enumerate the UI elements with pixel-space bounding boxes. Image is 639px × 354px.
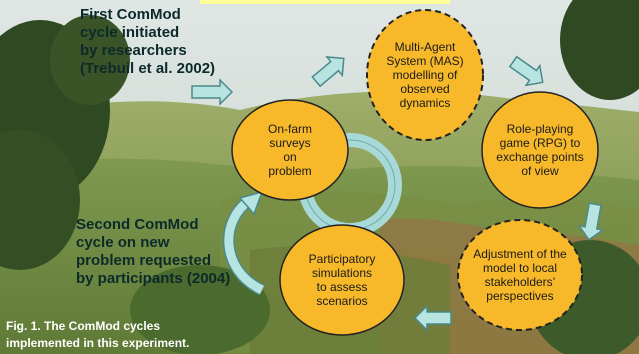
node-simulations-label: Participatory simulations to assess scen… <box>282 232 402 328</box>
node-surveys-line: problem <box>268 164 312 178</box>
node-adjust-label: Adjustment of the model to local stakeho… <box>460 226 580 324</box>
node-mas-line: System (MAS) <box>386 54 464 68</box>
arrow-adjust-to-simulations <box>413 304 452 332</box>
node-rpg-line: exchange points <box>496 150 584 164</box>
caption-line-2: implemented in this experiment. <box>6 336 190 350</box>
figure-caption: Fig. 1. The ComMod cycles implemented in… <box>6 318 236 352</box>
arrow-second-cycle <box>222 190 265 296</box>
node-simulations-line: Participatory <box>308 252 376 266</box>
node-surveys-line: on <box>283 150 297 164</box>
node-adjust-line: perspectives <box>486 289 554 303</box>
node-mas-line: modelling of <box>392 68 458 82</box>
node-rpg <box>481 91 599 209</box>
node-mas-line: Multi-Agent <box>394 40 456 54</box>
arrow-rpg-to-adjust <box>577 202 605 241</box>
node-adjust <box>457 219 583 331</box>
second-cycle-line-1: Second ComMod <box>76 216 199 233</box>
first-cycle-line-1: First ComMod <box>80 6 181 23</box>
node-mas-label: Multi-Agent System (MAS) modelling of ob… <box>370 20 480 130</box>
first-cycle-line-3: by researchers <box>80 42 187 59</box>
node-rpg-line: Role-playing <box>506 122 574 136</box>
node-adjust-line: model to local <box>482 261 558 275</box>
arrow-mas-to-rpg <box>508 55 544 87</box>
first-cycle-line-4: (Trebuil et al. 2002) <box>80 60 216 77</box>
node-rpg-label: Role-playing game (RPG) to exchange poin… <box>484 98 596 202</box>
node-surveys <box>231 99 349 201</box>
node-rpg-line: of view <box>521 164 559 178</box>
node-surveys-label: On-farm surveys on problem <box>236 104 344 196</box>
caption-line-1: Fig. 1. The ComMod cycles <box>6 319 161 333</box>
second-cycle-line-3: problem requested <box>76 252 212 269</box>
node-adjust-line: stakeholders’ <box>484 275 556 289</box>
second-cycle-annotation: Second ComMod cycle on new problem reque… <box>76 216 230 288</box>
second-cycle-line-4: by participants (2004) <box>76 270 231 287</box>
top-strip <box>200 0 450 4</box>
node-surveys-line: On-farm <box>267 122 312 136</box>
node-mas <box>366 9 484 141</box>
node-rpg-line: game (RPG) to <box>499 136 581 150</box>
node-surveys-line: surveys <box>269 136 311 150</box>
node-simulations <box>279 224 405 336</box>
second-cycle-line-2: cycle on new <box>76 234 170 251</box>
node-simulations-line: simulations <box>311 266 372 280</box>
node-simulations-line: scenarios <box>316 294 368 308</box>
first-cycle-line-2: cycle initiated <box>80 24 180 41</box>
arrow-surveys-to-mas <box>311 56 345 88</box>
arrow-annotation-to-surveys <box>191 78 234 106</box>
first-cycle-annotation: First ComMod cycle initiated by research… <box>80 6 215 78</box>
node-mas-line: dynamics <box>399 96 451 110</box>
node-mas-line: observed <box>400 82 450 96</box>
node-adjust-line: Adjustment of the <box>473 247 567 261</box>
node-simulations-line: to assess <box>316 280 368 294</box>
